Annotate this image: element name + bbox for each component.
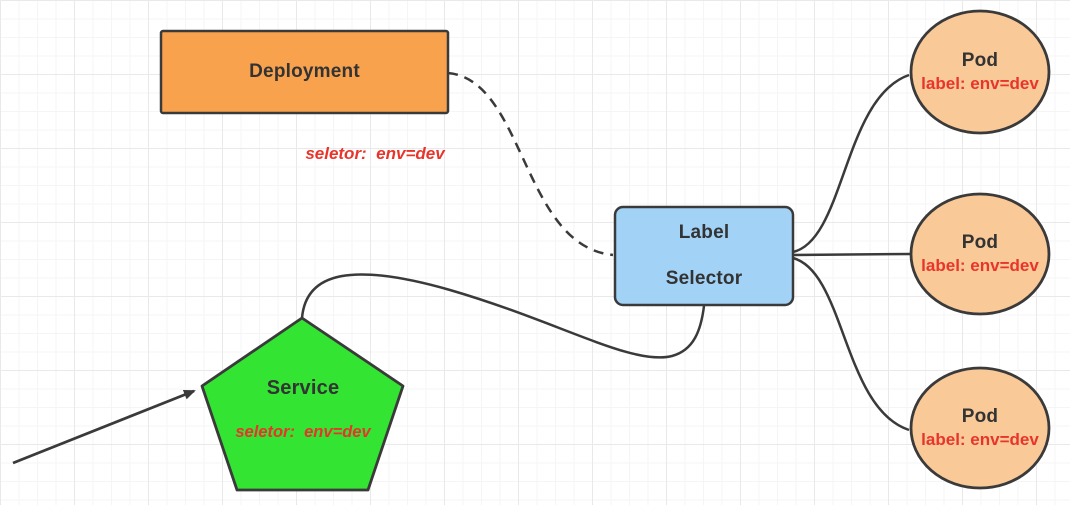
- service-node[interactable]: [200, 316, 405, 492]
- deployment-node[interactable]: [159, 29, 450, 115]
- edge-service-to-selector: [300, 273, 706, 359]
- label-selector-node[interactable]: [613, 205, 795, 307]
- pod-node-bottom[interactable]: [909, 366, 1051, 490]
- arrow-into-service: [12, 389, 196, 465]
- edge-selector-to-pod-top: [792, 73, 910, 254]
- pod-node-top[interactable]: [909, 9, 1051, 135]
- edge-selector-to-pod-bottom: [792, 256, 910, 432]
- pod-node-middle[interactable]: [909, 192, 1051, 316]
- edge-deployment-to-selector-dashed: [447, 71, 614, 257]
- edge-selector-to-pod-middle: [792, 252, 912, 257]
